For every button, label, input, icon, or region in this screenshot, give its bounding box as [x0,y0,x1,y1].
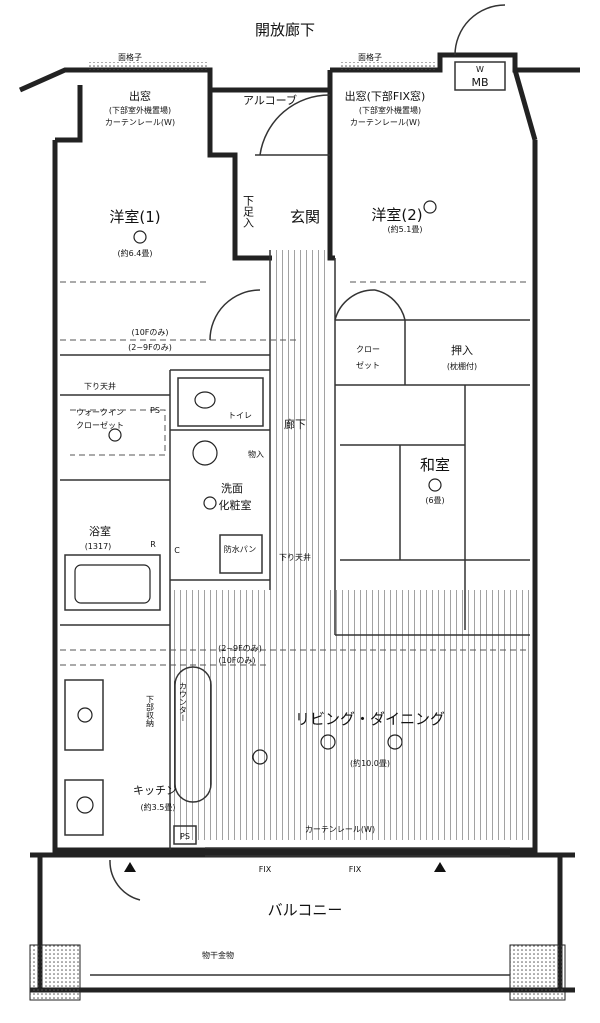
ceiling-light-icon [320,734,336,750]
under-storage: 下部収納 [146,695,155,728]
ldk-flooring [170,590,530,840]
waterproof-pan: 防水パン [224,544,256,554]
washitsu-size: (6畳) [425,496,444,505]
meter-box-w: W [476,65,484,74]
washroom-line2: 化粧室 [219,498,252,512]
clothes-hanger: 物干金物 [202,950,234,960]
oshiire: 押入 [451,343,473,357]
entrance: 玄関 [290,208,320,226]
note-10f-b: (10Fのみ) [218,656,255,665]
shoe-storage: 下足入 [242,195,255,228]
meter-box: MB [471,76,488,89]
ceiling-light-icon [428,478,442,492]
corridor-title: 開放廊下 [255,21,315,39]
curtain-rail-left: カーテンレール(W) [105,118,175,127]
bay-window-right-note: (下部室外機置場) [359,105,421,115]
c-mark: C [174,546,180,555]
stove-icon [76,796,94,814]
counter: カウンター [179,682,188,722]
living-dining-size: (約10.0畳) [350,758,390,768]
ceiling-light-icon [133,230,147,244]
walls [18,4,580,1001]
note-2-9f: (2~9Fのみ) [128,343,172,352]
sink-icon [192,440,218,466]
balcony: バルコニー [268,901,343,919]
ps-2: PS [180,832,190,841]
fix-window-1: FIX [259,865,272,874]
curtain-rail-ldk: カーテンレール(W) [305,825,375,834]
lowered-ceiling-1: 下り天井 [84,381,116,391]
living-dining: リビング・ダイニング [295,710,445,728]
kitchen: キッチン [133,784,177,797]
walkin-closet-line2: クローゼット [76,420,124,430]
bathtub-icon [74,564,151,604]
toilet-icon [194,391,216,409]
oshiire-note: (枕棚付) [447,361,477,371]
western-room-1-size: (約6.4畳) [118,248,153,258]
bay-window-right: 出窓(下部FIX窓) [345,89,426,103]
ceiling-light-icon [387,734,403,750]
lowered-ceiling-2: 下り天井 [279,552,311,562]
walkin-closet-line1: ウォークイン [76,408,124,417]
alcove-label: アルコーブ [243,93,297,107]
kitchen-size: (約3.5畳) [141,802,176,812]
closet-line1: クロー [356,345,380,354]
fix-window-2: FIX [349,865,362,874]
western-room-2-size: (約5.1畳) [388,224,423,234]
curtain-rail-right: カーテンレール(W) [350,118,420,127]
western-room-1: 洋室(1) [109,208,160,226]
bay-window-left: 出窓 [129,89,151,103]
window-grille-right: 面格子 [358,52,382,62]
toilet: トイレ [228,411,252,420]
washitsu: 和室 [420,456,450,474]
ps-1: PS [150,406,160,415]
note-2-9f-b: (2~9Fのみ) [218,644,262,653]
ceiling-light-icon [252,749,268,765]
window-grille-left: 面格子 [118,52,142,62]
storage: 物入 [248,449,264,459]
ceiling-light-icon [423,200,437,214]
western-room-2: 洋室(2) [371,206,422,224]
corridor-flooring [272,250,330,590]
kitchen-sink-icon [77,707,93,723]
bathroom-size: (1317) [85,542,112,551]
note-10f: (10Fのみ) [131,328,168,337]
corridor-label: 廊下 [284,417,306,431]
ceiling-light-icon [203,496,217,510]
ps-box [173,825,197,845]
washroom-line1: 洗面 [221,482,243,495]
bathroom: 浴室 [89,524,111,538]
closet-line2: ゼット [356,360,380,370]
r-mark: R [150,540,156,549]
bay-window-left-note: (下部室外機置場) [109,105,171,115]
ceiling-light-icon [108,428,122,442]
